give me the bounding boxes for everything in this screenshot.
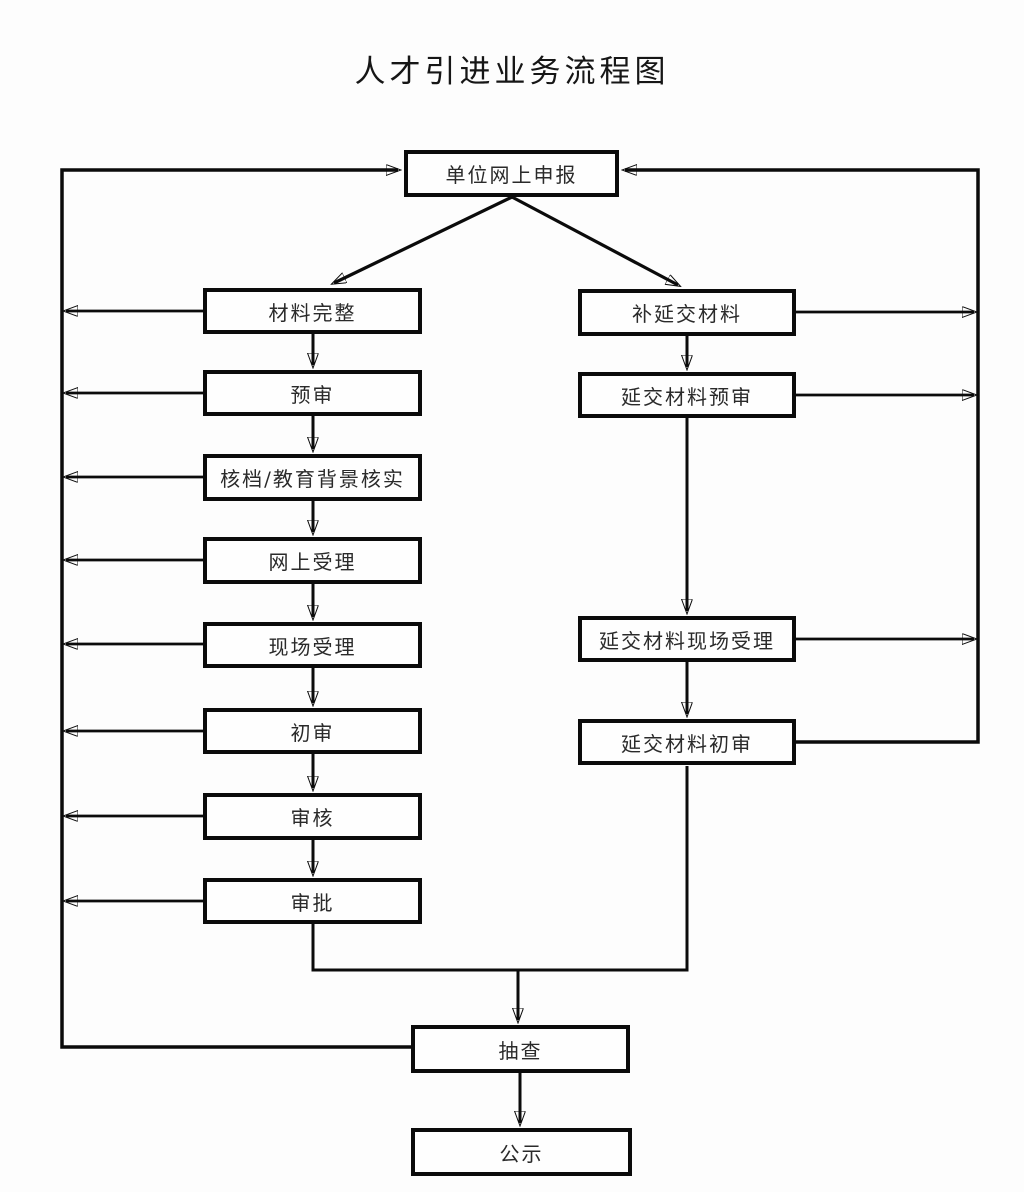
node-initial-review: 初审 bbox=[203, 708, 422, 754]
edge-left-return-trunk bbox=[60, 170, 411, 1049]
diagram-title: 人才引进业务流程图 bbox=[354, 54, 670, 90]
edge-left-feedback-arrows bbox=[66, 311, 203, 901]
edge-right-return-trunk bbox=[625, 170, 980, 744]
node-archive-check: 核档/教育背景核实 bbox=[203, 454, 422, 501]
edge-merge-into-spot-check bbox=[311, 766, 689, 1020]
node-materials-complete: 材料完整 bbox=[203, 288, 422, 334]
node-approval: 审批 bbox=[203, 878, 422, 924]
node-review: 审核 bbox=[203, 793, 422, 840]
node-pre-review: 预审 bbox=[203, 370, 422, 416]
node-supplement: 补延交材料 bbox=[578, 289, 796, 336]
node-deferred-pre-review: 延交材料预审 bbox=[578, 372, 796, 418]
node-onsite-accept: 现场受理 bbox=[203, 622, 422, 668]
node-declare: 单位网上申报 bbox=[404, 150, 619, 197]
node-spot-check: 抽查 bbox=[411, 1025, 630, 1073]
node-online-accept: 网上受理 bbox=[203, 537, 422, 584]
node-publicity: 公示 bbox=[411, 1128, 632, 1176]
node-deferred-onsite-accept: 延交材料现场受理 bbox=[578, 616, 796, 662]
edge-right-feedback-arrows bbox=[796, 312, 974, 639]
node-deferred-initial-review: 延交材料初审 bbox=[578, 719, 796, 765]
edge-declare-branches bbox=[334, 195, 678, 285]
